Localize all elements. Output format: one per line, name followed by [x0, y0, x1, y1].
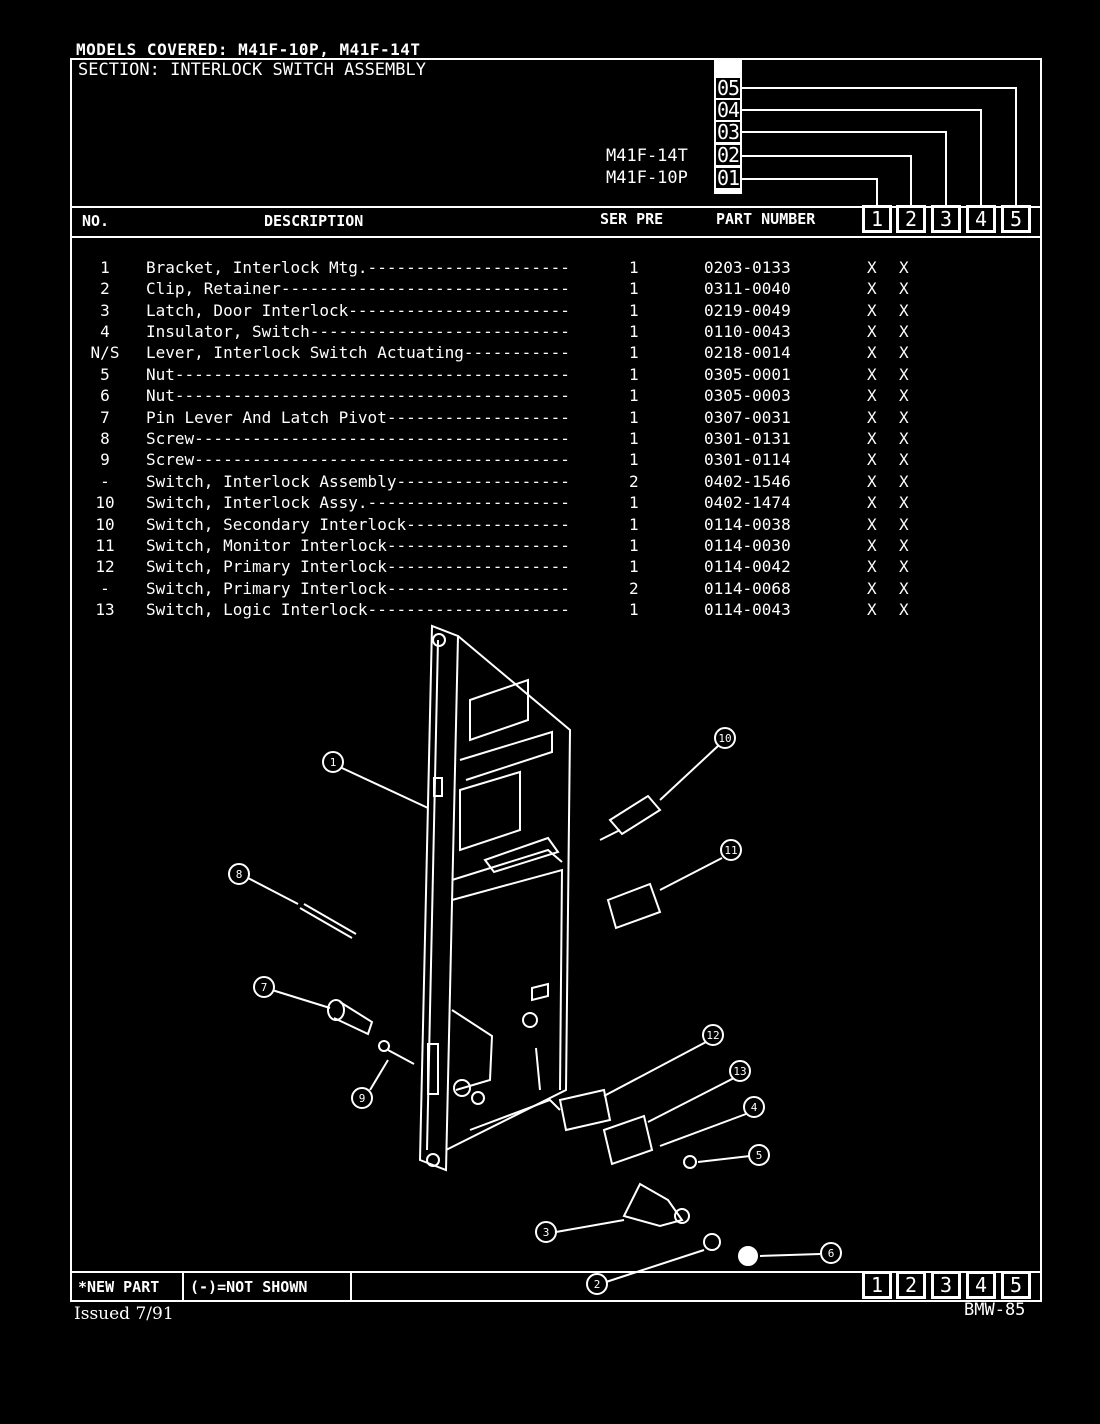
col-no: NO. — [82, 212, 110, 230]
callout-13: 13 — [733, 1065, 746, 1078]
callout-9: 9 — [359, 1092, 366, 1105]
footer-divider-1 — [182, 1271, 184, 1302]
footer-model-box-3: 3 — [931, 1271, 961, 1299]
model-code-01: 01 — [716, 166, 740, 190]
not-shown-legend: (-)=NOT SHOWN — [190, 1278, 308, 1296]
footer-model-box-4: 4 — [966, 1271, 996, 1299]
header-bottom-rule — [70, 236, 1042, 238]
model-label-10p: M41F-10P — [606, 168, 688, 188]
model-code-04: 04 — [716, 98, 740, 122]
callout-4: 4 — [751, 1101, 758, 1114]
col-description: DESCRIPTION — [264, 212, 364, 230]
footer-top-rule — [70, 1271, 1042, 1273]
model-box-4: 4 — [966, 205, 996, 233]
col-part-number: PART NUMBER — [716, 210, 816, 228]
issued-date: Issued 7/91 — [74, 1304, 174, 1324]
callout-8: 8 — [236, 868, 243, 881]
model-code-03: 03 — [716, 120, 740, 144]
footer-divider-2 — [350, 1271, 352, 1302]
callout-10: 10 — [718, 732, 731, 745]
model-box-1: 1 — [862, 205, 892, 233]
header-top-rule — [70, 206, 1042, 208]
model-box-5: 5 — [1001, 205, 1031, 233]
model-label-14t: M41F-14T — [606, 146, 688, 166]
page-frame — [70, 58, 1042, 1302]
callout-1: 1 — [330, 756, 337, 769]
callout-5: 5 — [756, 1149, 763, 1162]
col-ser-pre: SER PRE — [600, 210, 664, 228]
new-part-legend: *NEW PART — [78, 1278, 160, 1296]
model-box-3: 3 — [931, 205, 961, 233]
model-code-02: 02 — [716, 143, 740, 167]
bracket-plate — [445, 635, 572, 1151]
bracket-rail — [418, 624, 460, 1172]
callout-3: 3 — [543, 1226, 550, 1239]
callout-6: 6 — [828, 1247, 835, 1260]
footer-model-box-1: 1 — [862, 1271, 892, 1299]
callout-12: 12 — [706, 1029, 719, 1042]
model-connector-lines — [742, 87, 1017, 206]
callout-2: 2 — [594, 1278, 601, 1291]
callout-7: 7 — [261, 981, 268, 994]
model-box-2: 2 — [896, 205, 926, 233]
section-title: SECTION: INTERLOCK SWITCH ASSEMBLY — [78, 60, 426, 80]
document-code: BMW-85 — [964, 1300, 1026, 1320]
models-covered: MODELS COVERED: M41F-10P, M41F-14T — [76, 40, 421, 59]
footer-model-box-5: 5 — [1001, 1271, 1031, 1299]
callout-11: 11 — [724, 844, 737, 857]
model-code-05: 05 — [716, 76, 740, 100]
footer-model-box-2: 2 — [896, 1271, 926, 1299]
